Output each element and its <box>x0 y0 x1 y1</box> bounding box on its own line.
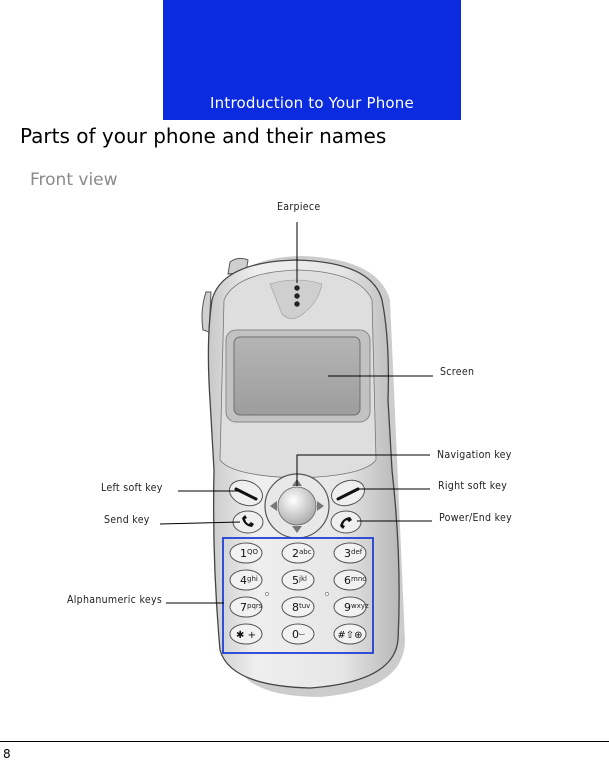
nav-down-arrow <box>292 526 302 533</box>
keypad-key-shape <box>333 623 367 645</box>
page-number: 8 <box>3 747 11 761</box>
keypad-key-digit: ✱ + <box>236 630 256 641</box>
navigation-key-leader <box>296 454 430 486</box>
keypad-key-shape <box>333 569 367 591</box>
keypad-key-shape <box>229 542 263 564</box>
label-power-end-key: Power/End key <box>439 512 513 524</box>
keypad-key-digit: #⇧⊕ <box>337 630 362 641</box>
footer-rule <box>0 741 609 742</box>
keypad-dot <box>265 592 269 596</box>
send-key-icon <box>242 515 254 527</box>
earpiece-hole <box>294 285 300 291</box>
nav-left-arrow <box>270 501 277 511</box>
nav-right-arrow <box>317 501 324 511</box>
keypad-key-letters: def <box>351 548 363 556</box>
send-key-leader <box>159 521 241 525</box>
keypad-key-letters: pqrs <box>247 602 263 610</box>
keypad-key-letters: abc <box>299 548 312 556</box>
label-alphanumeric-keys: Alphanumeric keys <box>67 594 163 606</box>
power-end-key <box>330 510 362 534</box>
keypad-key-digit: 7 <box>240 601 247 614</box>
keypad-dot <box>325 592 329 596</box>
keypad-key-digit: 1 <box>240 547 247 560</box>
subsection-title: Front view <box>30 170 118 190</box>
keypad-key-digit: 4 <box>240 574 247 587</box>
keypad-key-digit: 6 <box>344 574 351 587</box>
label-right-soft-key: Right soft key <box>438 480 508 492</box>
keypad-key-letters: jkl <box>298 575 307 583</box>
keypad-key-digit: 5 <box>292 574 299 587</box>
keypad-key-letters: QO <box>247 548 259 556</box>
keypad-key-shape <box>281 569 315 591</box>
right-soft-key-glyph <box>336 487 360 501</box>
keypad-key-shape <box>333 596 367 618</box>
earpiece-hole <box>294 301 300 307</box>
section-title: Parts of your phone and their names <box>20 124 387 148</box>
keypad-key-letters: ghi <box>247 575 258 583</box>
power-end-key-icon <box>340 517 352 529</box>
keypad-key-shape <box>281 542 315 564</box>
keypad-key-letters: tuv <box>299 602 310 610</box>
navigation-key <box>277 486 317 526</box>
earpiece-hole <box>294 293 300 299</box>
side-button <box>201 291 212 333</box>
keypad-key[interactable]: ✱ + <box>229 623 263 645</box>
keypad-key-digit: 9 <box>344 601 351 614</box>
keypad-key-shape <box>281 596 315 618</box>
keypad-key-shape <box>229 623 263 645</box>
label-left-soft-key: Left soft key <box>101 482 163 494</box>
label-earpiece: Earpiece <box>277 201 321 213</box>
keypad-key-digit: 2 <box>292 547 299 560</box>
keypad-key-letters: ⌴ <box>299 629 305 637</box>
chapter-header-band: Introduction to Your Phone <box>163 0 461 120</box>
label-screen: Screen <box>440 366 475 378</box>
keypad-key-shape <box>229 596 263 618</box>
keypad-key-shape <box>281 623 315 645</box>
keypad-key[interactable]: #⇧⊕ <box>333 623 367 645</box>
label-send-key: Send key <box>104 514 150 526</box>
label-navigation-key: Navigation key <box>437 449 512 461</box>
keypad-key-digit: 8 <box>292 601 299 614</box>
left-soft-key-glyph <box>234 487 258 501</box>
keypad-key-shape <box>333 542 367 564</box>
keypad-key-shape <box>229 569 263 591</box>
keypad-key-letters: mno <box>351 575 367 583</box>
keypad-key-digit: 3 <box>344 547 351 560</box>
keypad-key[interactable]: 0⌴ <box>281 623 315 645</box>
chapter-title: Introduction to Your Phone <box>210 94 414 112</box>
keypad-key-letters: wxyz <box>351 602 369 610</box>
keypad-key-digit: 0 <box>292 628 299 641</box>
alphanumeric-keypad-box <box>222 537 374 654</box>
